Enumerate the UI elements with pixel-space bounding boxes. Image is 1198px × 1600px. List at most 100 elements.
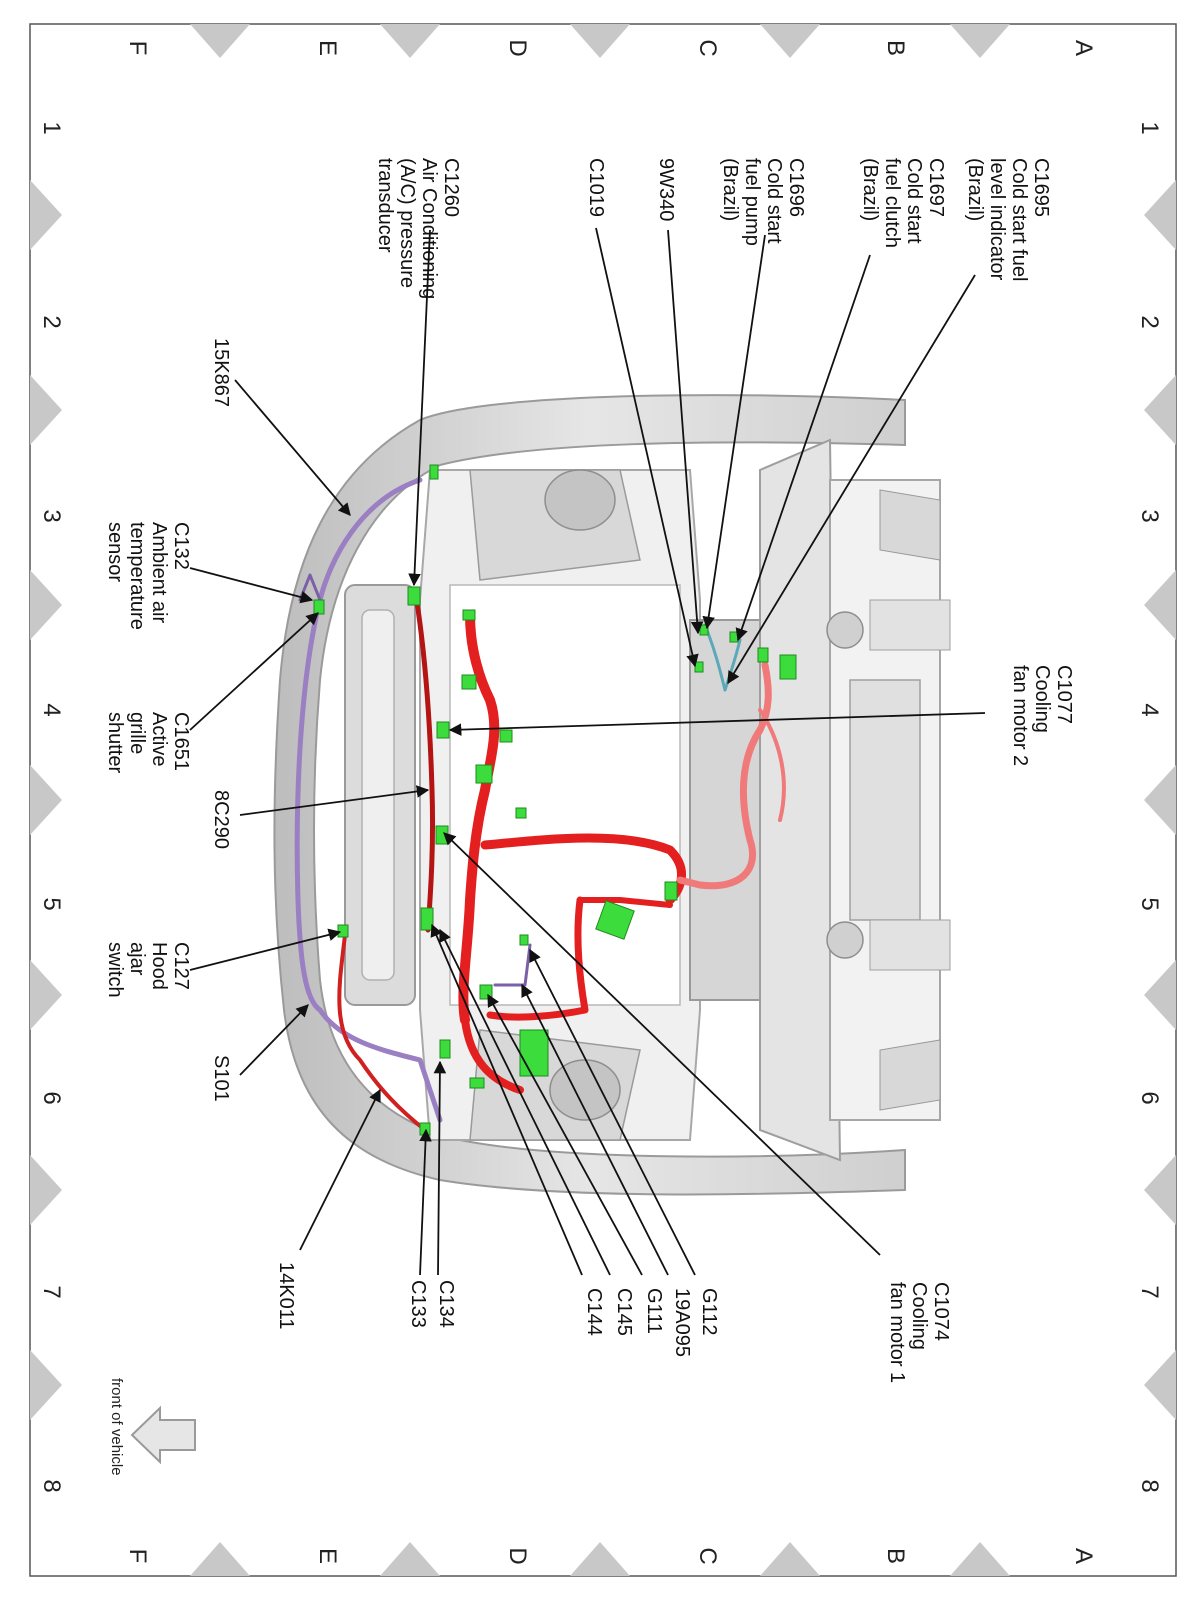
svg-text:fan motor 1: fan motor 1 [886,1282,908,1383]
callout-8c290: 8C290 [210,790,232,849]
grid-number-left: 8 [38,1479,65,1492]
callout-g112: G112 [698,1288,720,1335]
grid-number-right: 4 [1136,703,1163,716]
wiring-harnesses [294,477,786,1132]
svg-text:C1077: C1077 [1053,665,1075,724]
svg-text:C1695: C1695 [1030,158,1052,217]
grid-letter-bottom: F [124,1549,151,1564]
grid-number-right: 2 [1136,315,1163,328]
grid-number-left: 3 [38,509,65,522]
svg-text:temperature: temperature [126,522,148,630]
front-of-vehicle-indicator: front of vehicle [108,1378,196,1476]
front-of-vehicle-label: front of vehicle [108,1378,125,1476]
svg-text:(Brazil): (Brazil) [719,158,741,221]
svg-text:level indicator: level indicator [986,158,1008,281]
svg-text:G112: G112 [698,1288,720,1335]
grid-number-right: 8 [1136,1479,1163,1492]
callout-c1695: C1695 Cold start fuel level indicator (B… [964,158,1052,281]
callout-c1696: C1696 Cold start fuel pump (Brazil) [719,158,807,246]
grid-number-right: 3 [1136,509,1163,522]
callout-labels: C1695 Cold start fuel level indicator (B… [104,158,1075,1383]
light-red-harness [676,661,772,890]
grid-letter-bottom: D [504,1547,531,1564]
connector-c132 [313,599,325,615]
svg-text:(A/C) pressure: (A/C) pressure [396,158,418,288]
callout-c1260: C1260 Air Conditioning (A/C) pressure tr… [374,158,462,299]
svg-text:C144: C144 [583,1288,605,1336]
svg-text:C133: C133 [407,1280,429,1328]
callout-c1074: C1074 Cooling fan motor 1 [886,1282,952,1383]
callout-19a095: 19A095 [671,1288,693,1357]
grid-number-left: 4 [38,703,65,716]
callout-c132: C132 Ambient air temperature sensor [104,522,192,630]
arrow-left-icon [130,1405,196,1465]
callout-c133: C133 [407,1280,429,1328]
svg-text:Cooling: Cooling [908,1282,930,1350]
svg-text:transducer: transducer [374,158,396,253]
grid-letter-top: E [314,40,341,56]
svg-text:grille: grille [126,712,148,754]
svg-text:Cold start: Cold start [763,158,785,244]
grid-letters-bottom: F E D C B A [124,1547,1097,1564]
callout-c1651: C1651 Active grille shutter [104,712,192,773]
svg-text:switch: switch [104,942,126,998]
connector-c127 [337,924,349,938]
svg-text:Cooling: Cooling [1031,665,1053,733]
svg-text:ajar: ajar [126,942,148,976]
callout-c145: C145 [613,1288,635,1336]
svg-text:C1697: C1697 [925,158,947,217]
connector-c1077 [436,721,450,739]
grid-letter-top: C [694,39,721,56]
svg-text:C1651: C1651 [170,712,192,771]
grid-letter-top: F [124,41,151,56]
grid-letter-bottom: E [314,1548,341,1564]
grid-letter-top: D [504,39,531,56]
connector-c1260 [407,586,421,606]
cross-member [689,619,761,1001]
svg-text:sensor: sensor [104,522,126,582]
svg-text:Air Conditioning: Air Conditioning [418,158,440,299]
grid-numbers-left: 1 2 3 4 5 6 7 8 [38,121,65,1492]
grid-number-right: 5 [1136,897,1163,910]
svg-text:9W340: 9W340 [655,158,677,221]
front-bumper [273,394,906,1196]
grid-number-left: 5 [38,897,65,910]
connector-c144 [420,907,434,931]
grid-letter-bottom: C [694,1547,721,1564]
grid-letter-bottom: A [1070,1548,1097,1564]
grid-number-right: 6 [1136,1091,1163,1104]
callout-9w340: 9W340 [655,158,677,221]
svg-text:S101: S101 [210,1055,232,1102]
connectors [313,464,797,1136]
svg-text:fuel pump: fuel pump [741,158,763,246]
svg-text:C145: C145 [613,1288,635,1336]
vehicle-front-end [273,394,951,1196]
svg-text:G111: G111 [643,1288,665,1334]
callout-c1077: C1077 Cooling fan motor 2 [1009,665,1075,766]
grid-number-left: 7 [38,1285,65,1298]
svg-text:14K011: 14K011 [275,1262,297,1329]
svg-text:15K867: 15K867 [210,338,232,407]
svg-text:C1696: C1696 [785,158,807,217]
purple-harness [294,477,443,1123]
grid-letter-top: A [1070,40,1097,56]
grid-number-right: 7 [1136,1285,1163,1298]
svg-text:C1074: C1074 [930,1282,952,1341]
svg-text:8C290: 8C290 [210,790,232,849]
svg-text:Ambient air: Ambient air [148,522,170,623]
svg-text:(Brazil): (Brazil) [964,158,986,221]
svg-text:C1260: C1260 [440,158,462,217]
grid-letters-top: F E D C B A [124,39,1097,56]
grid-number-left: 1 [38,121,65,134]
callout-c144: C144 [583,1288,605,1336]
callout-14k011: 14K011 [275,1262,297,1329]
svg-text:C127: C127 [170,942,192,990]
leader-lines [189,227,986,1276]
svg-text:C134: C134 [435,1280,457,1328]
svg-text:Cold start fuel: Cold start fuel [1008,158,1030,281]
svg-text:shutter: shutter [104,712,126,773]
svg-text:C132: C132 [170,522,192,570]
callout-c1019: C1019 [585,158,607,217]
grid-number-right: 1 [1136,121,1163,134]
